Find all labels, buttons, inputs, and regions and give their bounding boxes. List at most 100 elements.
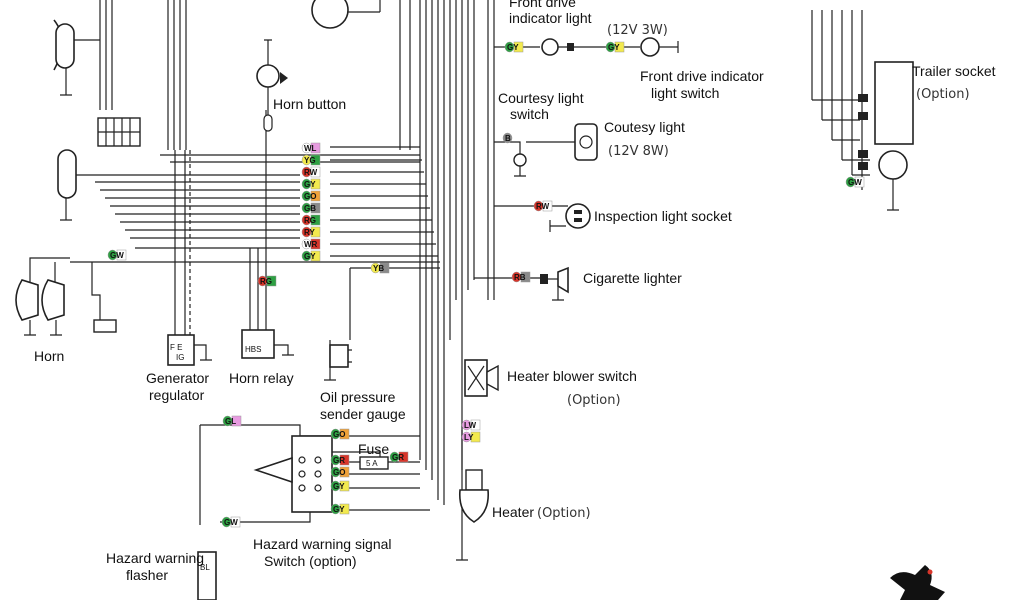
tag-bundle-3-text: GY: [304, 180, 316, 189]
label-hazard-switch-2: Switch (option): [264, 553, 357, 569]
tag-inspection-rw-text: RW: [536, 202, 550, 211]
tag-bundle-0: WL: [301, 142, 321, 154]
label-horn-button: Horn button: [273, 96, 346, 112]
tag-fuse-gr-text: GR: [392, 453, 404, 462]
tag-yb-text: YB: [373, 264, 384, 273]
label-heater-blower-switch: Heater blower switch: [507, 368, 637, 384]
tag-hazard-go-top: GO: [330, 428, 350, 440]
tag-bundle-6-text: RG: [304, 216, 316, 225]
tag-hazard-gy-2: GY: [330, 503, 350, 515]
label-flasher-terminal: BL: [200, 563, 210, 572]
label-heater-option: (Option): [537, 506, 591, 521]
fuse-symbol: [359, 456, 389, 470]
tag-heater-ly-text: LY: [464, 433, 474, 442]
cigarette-lighter-symbol: [540, 266, 569, 301]
tag-bundle-9-text: GY: [304, 252, 316, 261]
side-lamp: [57, 149, 90, 221]
wire-color-tags: GY GY B RW RB WL YG RW GY GO GB RG RY WR GY GW YB GL GO GR G…: [107, 41, 865, 528]
logo-silhouette: [890, 565, 945, 600]
label-horn-relay: Horn relay: [229, 370, 294, 386]
label-hazard-flasher-1: Hazard warning: [106, 550, 204, 566]
tag-hazard-gl-text: GL: [225, 417, 236, 426]
horn-button-symbol: [256, 39, 288, 132]
horn-relay-symbol: [241, 329, 294, 359]
tag-bundle-2-text: RW: [304, 168, 318, 177]
label-oil-pressure-1: Oil pressure: [320, 389, 396, 405]
label-trailer-socket: Trailer socket: [912, 63, 996, 79]
tag-bundle-5-text: GB: [304, 204, 316, 213]
generator-regulator-symbol: [167, 334, 212, 366]
label-inspection-socket: Inspection light socket: [594, 208, 732, 224]
trailer-socket-symbol: [858, 61, 914, 211]
label-heater: Heater: [492, 504, 534, 520]
horn-symbol: [15, 279, 65, 336]
tag-relay-rg: RG: [257, 275, 277, 287]
label-front-drive-light-2: indicator light: [509, 10, 592, 26]
tag-hazard-go-top-text: GO: [333, 430, 345, 439]
label-horn: Horn: [34, 348, 64, 364]
tag-heater-lw: LW: [461, 419, 481, 431]
tag-hazard-gr-text: GR: [333, 456, 345, 465]
label-fuse: Fuse: [358, 441, 389, 457]
label-oil-pressure-2: sender gauge: [320, 406, 406, 422]
oil-pressure-sender-symbol: [329, 344, 352, 368]
tag-horn-gw-text: GW: [110, 251, 124, 260]
label-courtesy-switch-1: Courtesy light: [498, 90, 584, 106]
tag-hazard-gy-1-text: GY: [333, 482, 345, 491]
tag-horn-gw: GW: [107, 249, 127, 261]
label-relay-terminals: HBS: [245, 345, 261, 354]
tag-courtesy-b-text: B: [505, 134, 511, 143]
tag-cigarette-rb: RB: [511, 271, 531, 283]
tag-bundle-8-text: WR: [304, 240, 318, 249]
hazard-switch-symbol: [253, 435, 333, 513]
tag-heater-ly: LY: [461, 431, 481, 443]
label-front-drive-spec: (12V 3W): [607, 23, 668, 38]
label-coutesy-spec: (12V 8W): [608, 144, 669, 159]
hazard-flasher-symbol: [197, 551, 217, 600]
tag-relay-rg-text: RG: [260, 277, 272, 286]
tag-hazard-gy-1: GY: [330, 480, 350, 492]
tag-cigarette-rb-text: RB: [514, 273, 526, 282]
label-hazard-flasher-2: flasher: [126, 567, 168, 583]
label-cigarette-lighter: Cigarette lighter: [583, 270, 682, 286]
wire-harness: [29, 0, 870, 561]
tag-bundle-0-text: WL: [304, 144, 317, 153]
tag-hazard-go: GO: [330, 466, 350, 478]
courtesy-light-symbol: [513, 123, 598, 177]
tag-bundle-6: RG: [301, 214, 321, 226]
tag-front-gy-1: GY: [504, 41, 524, 53]
tag-bundle-7-text: RY: [304, 228, 315, 237]
tag-hazard-gy-2-text: GY: [333, 505, 345, 514]
label-generator-regulator-1: Generator: [146, 370, 209, 386]
tag-bundle-7: RY: [301, 226, 321, 238]
tag-inspection-rw: RW: [533, 200, 553, 212]
tag-bundle-3: GY: [301, 178, 321, 190]
tag-heater-lw-text: LW: [464, 421, 476, 430]
heater-blower-switch-symbol: [464, 359, 499, 397]
label-fuse-rating: 5 A: [366, 459, 378, 468]
headlight: [53, 19, 100, 96]
tag-bundle-4-text: GO: [304, 192, 316, 201]
tag-hazard-gr: GR: [330, 454, 350, 466]
front-drive-indicator-lamp: [541, 37, 679, 57]
tag-fuse-gr: GR: [389, 451, 409, 463]
tag-front-gy-2: GY: [605, 41, 625, 53]
tag-front-gy-2-text: GY: [608, 43, 620, 52]
label-generator-regulator-2: regulator: [149, 387, 205, 403]
component-labels: Front drive indicator light (12V 3W) Fro…: [34, 0, 996, 583]
tag-courtesy-b: B: [502, 132, 513, 144]
tag-bundle-9: GY: [301, 250, 321, 262]
tag-trailer-gw: GW: [845, 176, 865, 188]
tag-hazard-gw-text: GW: [224, 518, 238, 527]
tag-hazard-go-text: GO: [333, 468, 345, 477]
tag-hazard-gw: GW: [221, 516, 241, 528]
tag-yb: YB: [370, 262, 390, 274]
label-heater-blower-option: (Option): [567, 393, 621, 408]
tag-bundle-8: WR: [301, 238, 321, 250]
tag-bundle-4: GO: [301, 190, 321, 202]
inspection-socket-symbol: [549, 203, 591, 232]
label-front-drive-switch-2: light switch: [651, 85, 719, 101]
tag-bundle-1-text: YG: [304, 156, 316, 165]
tag-front-gy-1-text: GY: [507, 43, 519, 52]
